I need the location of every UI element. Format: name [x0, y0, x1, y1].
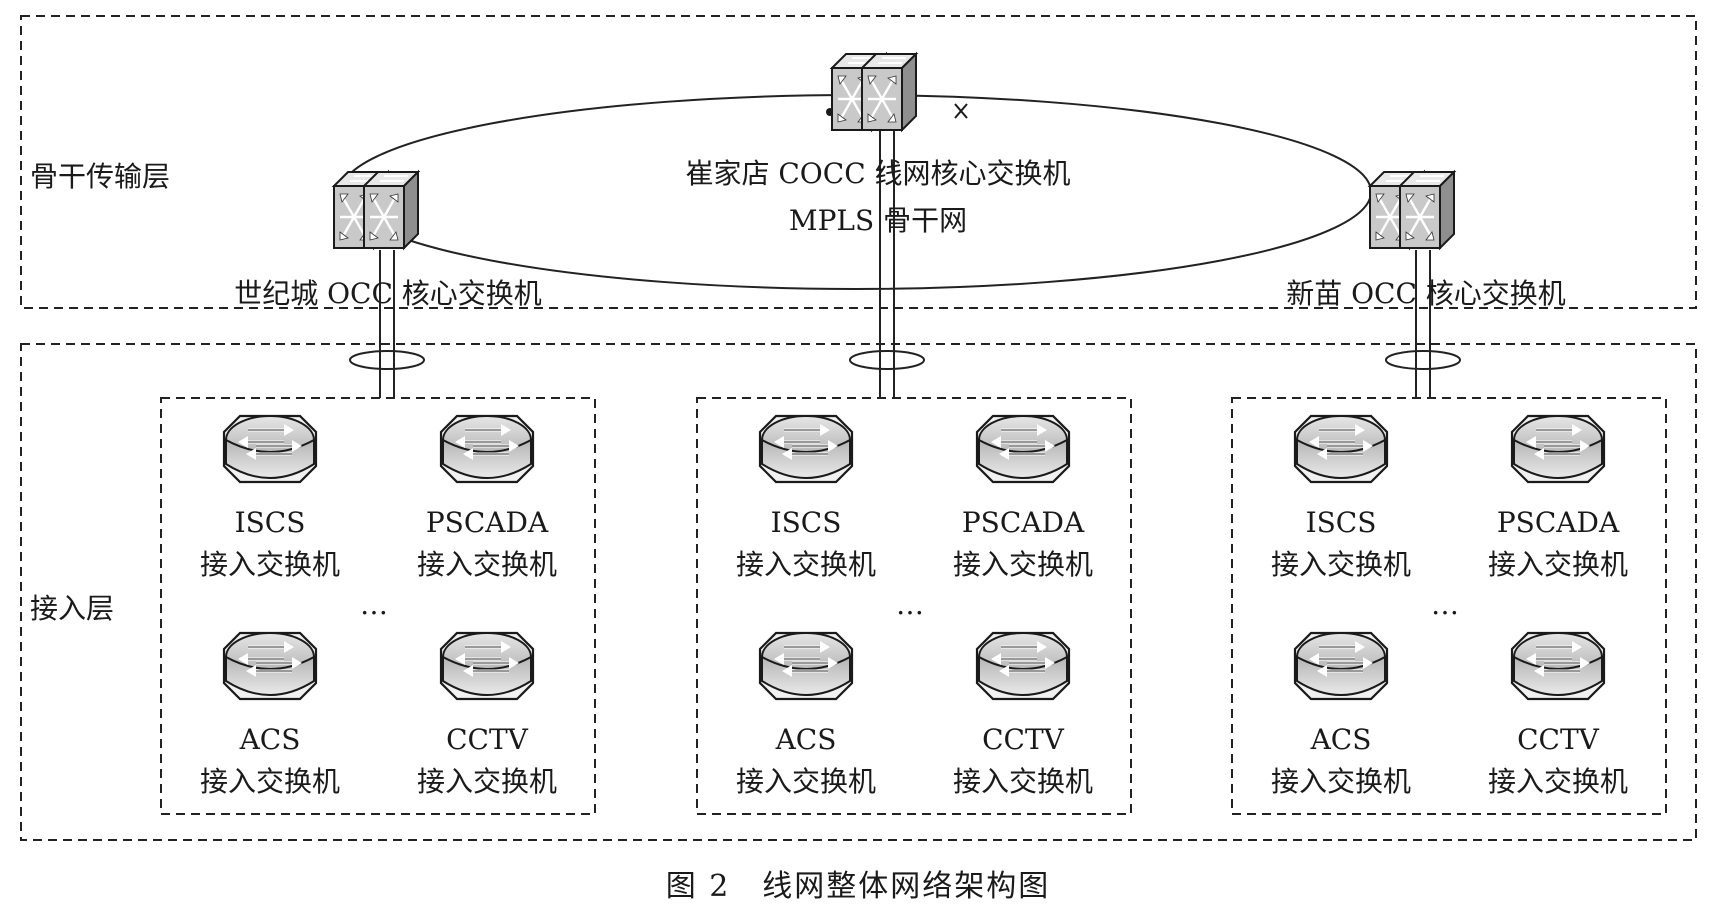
link-aggregation-mark-1 — [349, 350, 425, 370]
uplink-left — [379, 250, 395, 398]
access-switch-icon — [1510, 414, 1606, 484]
access-switch-name: CCTV — [982, 723, 1065, 756]
access-switch-desc: 接入交换机 — [1271, 548, 1411, 581]
core-switch-icon — [1370, 172, 1454, 248]
left-core-switch-label: 世纪城 OCC 核心交换机 — [234, 277, 542, 310]
access-switch-name: CCTV — [1517, 723, 1600, 756]
access-switch-icon — [439, 414, 535, 484]
figure-caption: 图 2 线网整体网络架构图 — [666, 869, 1051, 904]
access-group: ISCS 接入交换机 PSCADA 接入交换机 ACS 接入交换机 CCTV 接入交换机 … — [736, 414, 1093, 798]
access-group-box-3 — [1231, 397, 1667, 815]
backbone-layer-box — [20, 15, 1697, 309]
ellipsis: … — [1431, 588, 1459, 621]
access-switch-name: PSCADA — [426, 506, 549, 539]
access-switch-name: ACS — [239, 723, 301, 756]
uplink-center — [879, 130, 895, 398]
access-switch-desc: 接入交换机 — [736, 548, 876, 581]
access-switch-icon — [1293, 631, 1389, 701]
access-switch-icon — [222, 414, 318, 484]
access-group-box-1 — [160, 397, 596, 815]
center-core-switch-label: 崔家店 COCC 线网核心交换机 — [685, 157, 1070, 190]
access-switch-icon — [975, 414, 1071, 484]
access-switch-desc: 接入交换机 — [736, 765, 876, 798]
access-switch-name: ISCS — [1306, 506, 1377, 539]
backbone-layer-label: 骨干传输层 — [30, 160, 170, 193]
access-group: ISCS 接入交换机 PSCADA 接入交换机 ACS 接入交换机 CCTV 接入交换机 … — [200, 414, 557, 798]
access-switch-desc: 接入交换机 — [200, 765, 340, 798]
access-switch-name: PSCADA — [1497, 506, 1620, 539]
access-switch-icon — [1293, 414, 1389, 484]
uplink-right — [1415, 250, 1431, 398]
access-switch-name: ISCS — [235, 506, 306, 539]
access-layer-label: 接入层 — [30, 592, 114, 625]
access-switch-desc: 接入交换机 — [1271, 765, 1411, 798]
access-groups: ISCS接入交换机PSCADA接入交换机ACS接入交换机CCTV接入交换机…IS… — [200, 414, 1628, 798]
access-switch-desc: 接入交换机 — [1488, 548, 1628, 581]
access-switch-desc: 接入交换机 — [953, 765, 1093, 798]
access-switch-desc: 接入交换机 — [953, 548, 1093, 581]
access-switch-desc: 接入交换机 — [1488, 765, 1628, 798]
core-switch-icon — [334, 172, 418, 248]
access-group: ISCS 接入交换机 PSCADA 接入交换机 ACS 接入交换机 CCTV 接入交换机 … — [1271, 414, 1628, 798]
access-layer-box — [20, 343, 1697, 841]
access-switch-icon — [758, 631, 854, 701]
access-group-box-2 — [696, 397, 1132, 815]
access-switch-name: ACS — [775, 723, 837, 756]
ring-break-mark — [954, 103, 968, 119]
core-switch-icon — [832, 54, 916, 130]
access-switch-icon — [975, 631, 1071, 701]
access-switch-desc: 接入交换机 — [417, 765, 557, 798]
link-aggregation-mark-2 — [849, 350, 925, 370]
access-switch-name: ISCS — [771, 506, 842, 539]
access-switch-name: ACS — [1310, 723, 1372, 756]
ellipsis: … — [360, 588, 388, 621]
ellipsis: … — [896, 588, 924, 621]
access-switch-icon — [439, 631, 535, 701]
access-switch-name: CCTV — [446, 723, 529, 756]
access-switch-desc: 接入交换机 — [417, 548, 557, 581]
access-switch-icon — [758, 414, 854, 484]
mpls-network-label: MPLS 骨干网 — [789, 204, 967, 237]
access-switch-name: PSCADA — [962, 506, 1085, 539]
link-aggregation-mark-3 — [1385, 350, 1461, 370]
access-switch-icon — [1510, 631, 1606, 701]
right-core-switch-label: 新苗 OCC 核心交换机 — [1286, 277, 1566, 310]
access-switch-desc: 接入交换机 — [200, 548, 340, 581]
access-switch-icon — [222, 631, 318, 701]
